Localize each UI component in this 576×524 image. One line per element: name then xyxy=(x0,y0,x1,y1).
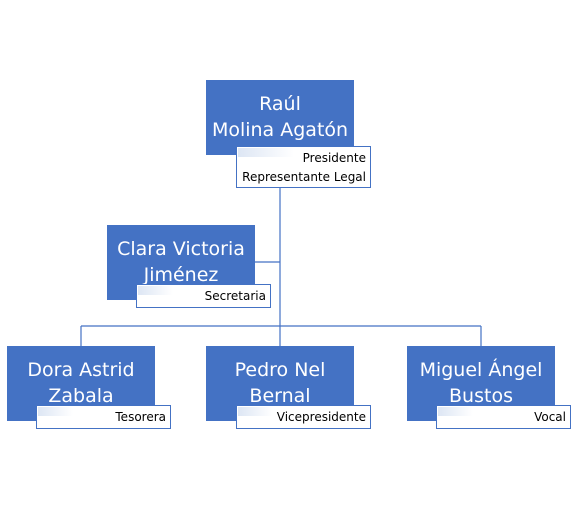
secretary-role-line-1: Secretaria xyxy=(204,289,266,303)
treasurer-role-box[interactable]: Tesorera xyxy=(36,405,171,429)
vocal-role-line-1: Vocal xyxy=(534,410,566,424)
secretary-name-line-1: Clara Victoria xyxy=(117,237,245,260)
treasurer-name-line-2: Zabala xyxy=(48,384,114,407)
president-role-line-2: Representante Legal xyxy=(242,169,366,184)
role-box-gradient xyxy=(38,407,88,416)
role-box-gradient xyxy=(238,407,288,416)
vicepresident-name-line-2: Bernal xyxy=(249,384,311,407)
secretary-name-line-2: Jiménez xyxy=(143,263,219,286)
president-name-line-1: Raúl xyxy=(259,92,301,115)
vocal-name-line-1: Miguel Ángel xyxy=(419,358,543,381)
vicepresident-name-line-1: Pedro Nel xyxy=(234,358,326,381)
president-box[interactable]: Raúl Molina Agatón xyxy=(206,80,354,155)
secretary-role-box[interactable]: Secretaria xyxy=(136,284,271,308)
vocal-name-line-2: Bustos xyxy=(449,384,513,407)
role-box-gradient xyxy=(238,148,318,157)
vicepresident-role-box[interactable]: Vicepresidente xyxy=(236,405,371,429)
role-box-gradient xyxy=(138,286,188,295)
treasurer-role-line-1: Tesorera xyxy=(115,410,166,424)
president-name-line-2: Molina Agatón xyxy=(211,118,349,141)
vocal-role-box[interactable]: Vocal xyxy=(436,405,571,429)
president-role-box[interactable]: Presidente Representante Legal xyxy=(236,146,371,188)
president-role-line-1: Presidente xyxy=(302,151,366,165)
secretary-box[interactable]: Clara Victoria Jiménez xyxy=(107,225,255,300)
role-box-gradient xyxy=(438,407,488,416)
vicepresident-role-line-1: Vicepresidente xyxy=(276,410,366,424)
treasurer-name-line-1: Dora Astrid xyxy=(27,358,135,381)
